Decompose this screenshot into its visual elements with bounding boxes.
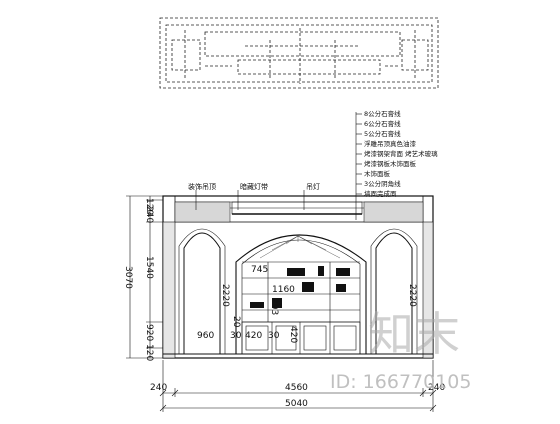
dim-v-upper: 240: [144, 206, 154, 223]
dim-base-1: 30: [230, 331, 242, 341]
plan-view: [159, 17, 439, 89]
dim-arch-right-height: 2220: [407, 284, 417, 307]
note-3: 5公分石膏线: [364, 129, 401, 138]
dim-shelf-width: 745: [251, 265, 268, 275]
note-5: 烤漆钢架背面 烤艺术玻璃: [364, 149, 438, 158]
dim-base-height: 420: [288, 326, 298, 343]
leader-notes: 8公分石膏线 6公分石膏线 5公分石膏线 浮雕吊顶真色油漆 烤漆钢架背面 烤艺术…: [188, 109, 438, 220]
dim-base-2: 420: [245, 331, 262, 341]
dim-h-left: 240: [150, 383, 167, 393]
dim-h-right: 240: [428, 383, 445, 393]
watermark-logo: 知末: [368, 307, 460, 361]
dim-arch-left-height: 2220: [220, 284, 230, 307]
dim-v-bottom: 120: [144, 344, 154, 361]
dim-v-lower: 920: [144, 324, 154, 341]
note-2: 6公分石膏线: [364, 119, 401, 128]
dim-h-middle: 4560: [285, 383, 308, 393]
left-arch: [183, 232, 221, 354]
center-arch: [235, 234, 367, 354]
horizontal-dimensions: 240 4560 240 5040: [150, 360, 445, 412]
dim-small-left: 20: [231, 316, 241, 328]
dim-v-top: 120: [144, 198, 154, 215]
dim-shelf-height: 293: [269, 298, 279, 315]
dim-h-total: 5040: [285, 399, 308, 409]
watermark: 知末 ID: 166770105: [330, 307, 471, 393]
elevation-view: [162, 195, 434, 359]
dim-v-total: 3070: [123, 266, 133, 289]
watermark-id: ID: 166770105: [330, 371, 471, 393]
note-8: 3公分阴角线: [364, 179, 401, 188]
note-7: 木饰面板: [364, 169, 391, 178]
ceiling-label-middle: 暗藏灯带: [240, 182, 268, 191]
ceiling-label-left: 装饰吊顶: [188, 182, 216, 191]
note-9: 墙面完成面: [364, 189, 397, 198]
dim-shelf-mid: 1160: [272, 285, 295, 295]
inner-dimensions: 960 2220 2220 745 1160 293 20 30 420 30 …: [197, 265, 417, 343]
dim-v-middle: 1540: [144, 256, 154, 279]
note-1: 8公分石膏线: [364, 109, 401, 118]
note-4: 浮雕吊顶真色油漆: [364, 139, 417, 148]
note-6: 烤漆钢板木饰面板: [364, 159, 417, 168]
dim-arch-left-width: 960: [197, 331, 214, 341]
right-arch: [375, 232, 413, 354]
vertical-dimensions: 120 240 1540 920 120 3070: [123, 195, 163, 361]
dim-base-3: 30: [268, 331, 280, 341]
ceiling-label-right: 吊灯: [306, 182, 320, 191]
